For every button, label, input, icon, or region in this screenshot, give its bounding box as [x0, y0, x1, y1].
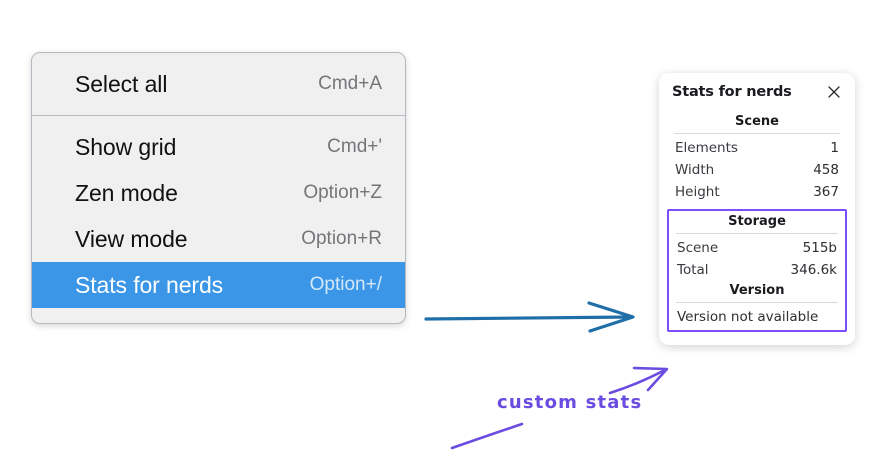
menu-item-shortcut: Option+/ [309, 274, 382, 295]
purple-arrow [608, 366, 669, 395]
menu-bottom-padding [32, 308, 405, 323]
custom-stats-highlight-box: Storage Scene 515b Total 346.6k Version … [667, 209, 847, 332]
stat-row: Width 458 [672, 159, 842, 181]
canvas-context-menu[interactable]: Select all Cmd+A Show grid Cmd+' Zen mod… [31, 52, 406, 324]
menu-item-label: Select all [75, 70, 168, 97]
stat-key: Scene [677, 240, 719, 256]
menu-group-gap-2 [32, 116, 405, 124]
menu-top-padding [32, 53, 405, 61]
stat-key: Elements [675, 140, 738, 156]
menu-group-gap [32, 107, 405, 115]
menu-item-label: Stats for nerds [75, 271, 224, 298]
blue-arrow [424, 301, 635, 333]
menu-item-stats-for-nerds[interactable]: Stats for nerds Option+/ [32, 262, 405, 308]
stat-row: Height 367 [672, 181, 842, 203]
stats-section-storage: Storage Scene 515b Total 346.6k [674, 212, 840, 281]
menu-item-select-all[interactable]: Select all Cmd+A [32, 61, 405, 107]
menu-item-label: Zen mode [75, 179, 178, 206]
stat-value: 367 [813, 184, 839, 200]
stat-value: 515b [802, 240, 837, 256]
stat-value: 346.6k [790, 262, 837, 278]
section-divider [676, 233, 838, 234]
stat-row: Total 346.6k [674, 259, 840, 281]
stats-section-scene: Scene Elements 1 Width 458 Height 367 [672, 112, 842, 203]
stat-row: Scene 515b [674, 237, 840, 259]
menu-item-shortcut: Cmd+A [318, 73, 382, 94]
menu-item-show-grid[interactable]: Show grid Cmd+' [32, 124, 405, 170]
menu-item-view-mode[interactable]: View mode Option+R [32, 216, 405, 262]
menu-item-shortcut: Cmd+' [327, 136, 382, 157]
stats-panel-header: Stats for nerds [672, 84, 842, 100]
menu-divider [32, 115, 405, 116]
stat-value: 1 [830, 140, 839, 156]
custom-stats-annotation-label: custom stats [497, 392, 643, 413]
stats-for-nerds-panel: Stats for nerds Scene Elements 1 Width 4… [659, 73, 855, 345]
menu-item-shortcut: Option+R [301, 228, 382, 249]
menu-item-shortcut: Option+Z [303, 182, 382, 203]
purple-underline-stroke [450, 422, 524, 450]
stat-value: 458 [813, 162, 839, 178]
section-heading-version: Version [729, 283, 785, 298]
stat-key: Width [675, 162, 715, 178]
section-heading-scene: Scene [735, 114, 779, 129]
stat-row: Elements 1 [672, 137, 842, 159]
section-divider [674, 133, 840, 134]
section-heading-storage: Storage [728, 214, 786, 229]
menu-item-label: Show grid [75, 133, 177, 160]
stat-key: Total [677, 262, 709, 278]
close-icon[interactable] [826, 84, 842, 100]
section-divider [676, 302, 838, 303]
menu-item-label: View mode [75, 225, 188, 252]
stats-section-version: Version Version not available [674, 281, 840, 326]
version-note: Version not available [677, 309, 819, 325]
menu-item-zen-mode[interactable]: Zen mode Option+Z [32, 170, 405, 216]
stats-panel-title: Stats for nerds [672, 84, 792, 100]
stat-key: Height [675, 184, 720, 200]
